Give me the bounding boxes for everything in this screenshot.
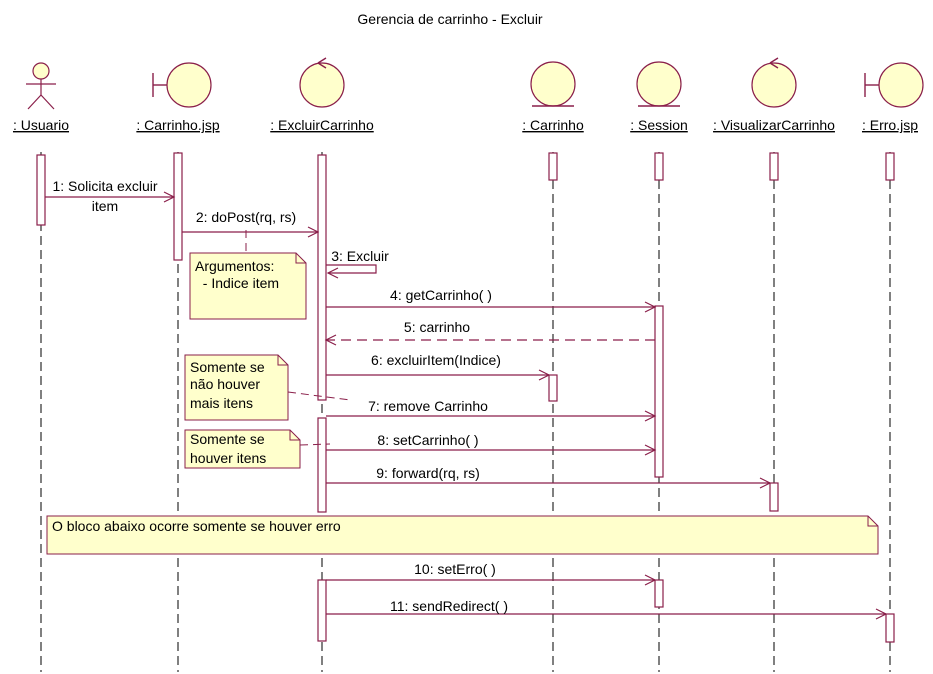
- note-somente-houver: Somente se houver itens: [184, 429, 331, 469]
- message-8: 8: setCarrinho( ): [326, 432, 657, 456]
- activation-bar: [654, 579, 664, 608]
- activation-bar: [769, 152, 779, 181]
- actor-icon: [26, 62, 56, 110]
- note-bloco-erro: O bloco abaixo ocorre somente se houver …: [46, 515, 879, 555]
- participants: : Usuario : Carrinho.jsp : ExcluirCarrinho…: [13, 57, 924, 133]
- boundary-icon: [152, 62, 212, 108]
- message-label: 7: remove Carrinho: [368, 398, 488, 414]
- message-5: 5: carrinho: [324, 319, 655, 346]
- participant-excluir_carrinho: : ExcluirCarrinho: [270, 57, 374, 133]
- message-label: 5: carrinho: [404, 319, 470, 335]
- participant-label: : VisualizarCarrinho: [713, 117, 835, 133]
- message-4: 4: getCarrinho( ): [326, 287, 657, 313]
- activation-bar: [885, 152, 895, 181]
- message-label: 4: getCarrinho( ): [390, 287, 492, 303]
- message-7: 7: remove Carrinho: [326, 398, 657, 422]
- participant-visualizar_carrinho: : VisualizarCarrinho: [713, 57, 835, 133]
- activation-bar: [317, 154, 327, 401]
- message-9: 9: forward(rq, rs): [326, 465, 772, 489]
- participant-label: : Carrinho: [522, 117, 584, 133]
- activation-bar: [317, 417, 327, 513]
- participant-session: : Session: [630, 61, 688, 133]
- message-label: 10: setErro( ): [414, 561, 496, 577]
- participant-label: : Session: [630, 117, 688, 133]
- entity-icon: [530, 61, 576, 107]
- message-2: 2: doPost(rq, rs): [182, 209, 320, 238]
- note-anchor: [287, 391, 351, 401]
- message-arrow: [326, 264, 377, 274]
- activation-bar: [654, 305, 664, 478]
- participant-carrinho: : Carrinho: [522, 61, 584, 133]
- control-icon: [751, 57, 797, 108]
- participant-label: : ExcluirCarrinho: [270, 117, 374, 133]
- message-label: 11: sendRedirect( ): [390, 598, 508, 614]
- note-text: Somente se: [190, 359, 265, 375]
- messages: 1: Solicita excluir item 2: doPost(rq, rs)…: [45, 178, 888, 620]
- participant-usuario: : Usuario: [13, 62, 69, 133]
- message-6: 6: excluirItem(Indice): [326, 352, 551, 381]
- activation-bar: [885, 613, 895, 643]
- diagram-title: Gerencia de carrinho - Excluir: [357, 11, 543, 27]
- activation-bar: [548, 152, 558, 181]
- note-anchor: [299, 443, 331, 446]
- message-label: 9: forward(rq, rs): [376, 465, 479, 481]
- message-label: 6: excluirItem(Indice): [371, 352, 501, 368]
- activation-bar: [173, 152, 183, 261]
- message-1: 1: Solicita excluir item: [45, 178, 176, 214]
- message-label: 8: setCarrinho( ): [377, 432, 478, 448]
- participant-label: : Erro.jsp: [862, 117, 918, 133]
- activation-bar: [36, 154, 46, 226]
- message-11: 11: sendRedirect( ): [326, 598, 888, 620]
- participant-erro_jsp: : Erro.jsp: [862, 62, 924, 133]
- control-icon: [299, 57, 345, 108]
- participant-label: : Usuario: [13, 117, 69, 133]
- activation-bar: [654, 152, 664, 181]
- note-argumentos: Argumentos: - Indice item: [189, 230, 307, 320]
- message-label: item: [92, 198, 118, 214]
- message-label: 3: Excluir: [331, 248, 389, 264]
- activation-bar: [769, 482, 779, 512]
- boundary-icon: [864, 62, 924, 108]
- message-label: 2: doPost(rq, rs): [196, 209, 296, 225]
- message-3: 3: Excluir: [326, 248, 389, 279]
- message-label: 1: Solicita excluir: [52, 178, 157, 194]
- note-text: O bloco abaixo ocorre somente se houver …: [52, 518, 341, 534]
- note-text: não houver: [190, 376, 260, 392]
- note-text: Argumentos:: [195, 258, 274, 274]
- activation-bar: [548, 374, 558, 402]
- activations: [36, 152, 895, 643]
- entity-icon: [636, 61, 682, 107]
- participant-carrinho_jsp: : Carrinho.jsp: [136, 62, 220, 133]
- activation-bar: [317, 579, 327, 642]
- note-text: Somente se: [190, 431, 265, 447]
- note-text: houver itens: [190, 450, 266, 466]
- note-text: - Indice item: [195, 275, 279, 291]
- note-text: mais itens: [190, 395, 253, 411]
- participant-label: : Carrinho.jsp: [136, 117, 219, 133]
- message-10: 10: setErro( ): [326, 561, 657, 586]
